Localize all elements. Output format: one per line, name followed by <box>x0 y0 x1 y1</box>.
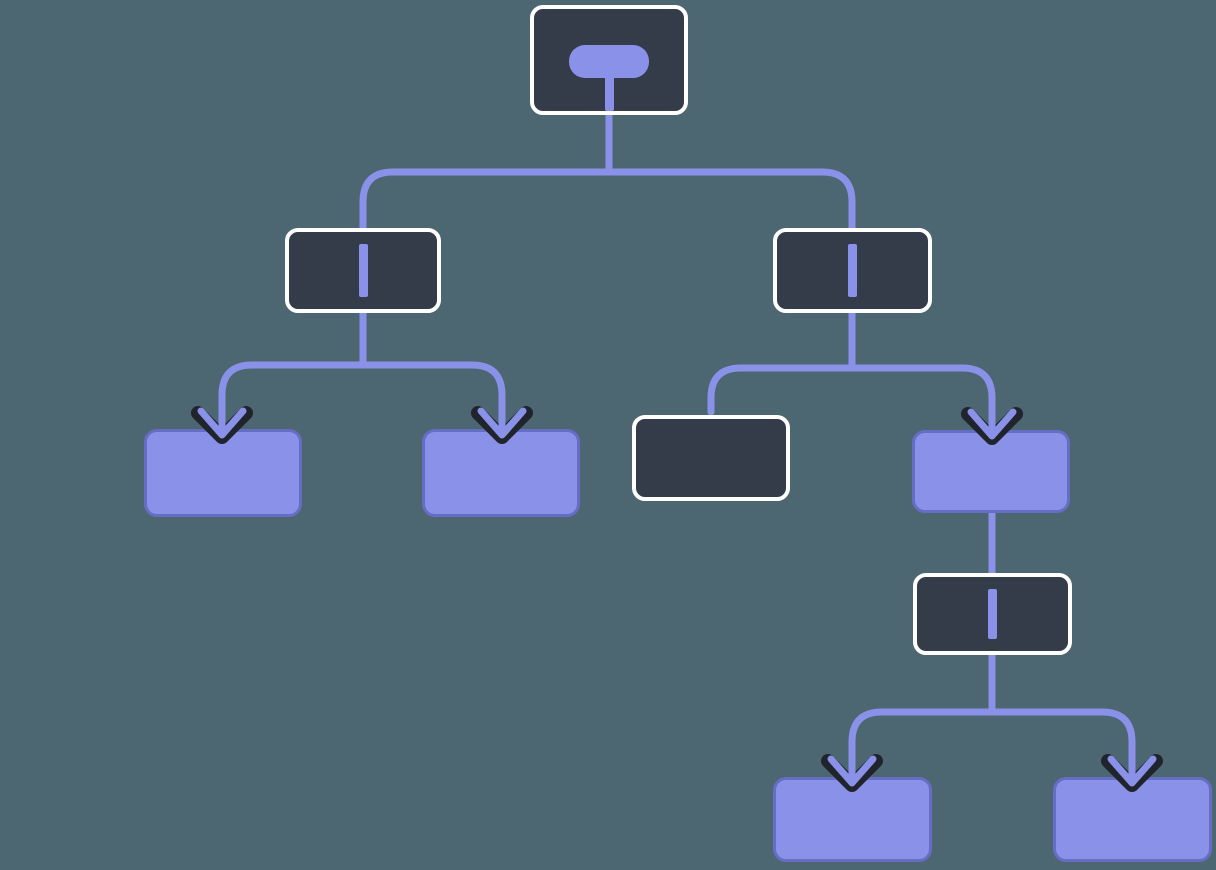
node-pass-through-bar <box>848 244 857 297</box>
tree-node-leaf-1[interactable] <box>144 429 302 517</box>
tree-node-branch-right[interactable] <box>773 228 932 313</box>
node-pass-through-bar <box>358 244 368 297</box>
node-pill-shape <box>569 45 649 78</box>
node-pill-stem <box>604 74 614 111</box>
connector-bottom-split <box>848 708 1136 757</box>
tree-node-mid-right[interactable] <box>912 430 1070 513</box>
tree-node-dark-leaf[interactable] <box>632 415 790 501</box>
tree-node-root[interactable] <box>530 5 688 115</box>
tree-node-leaf-2[interactable] <box>422 429 580 517</box>
connector-level1-split <box>359 168 856 236</box>
tree-node-branch-left[interactable] <box>285 228 441 313</box>
connector-right-split <box>707 364 996 416</box>
node-pass-through-bar <box>988 589 997 639</box>
tree-node-leaf-3[interactable] <box>773 777 932 862</box>
tree-node-branch-lower[interactable] <box>913 573 1072 655</box>
tree-node-leaf-4[interactable] <box>1053 777 1212 862</box>
connector-left-split <box>218 361 506 411</box>
